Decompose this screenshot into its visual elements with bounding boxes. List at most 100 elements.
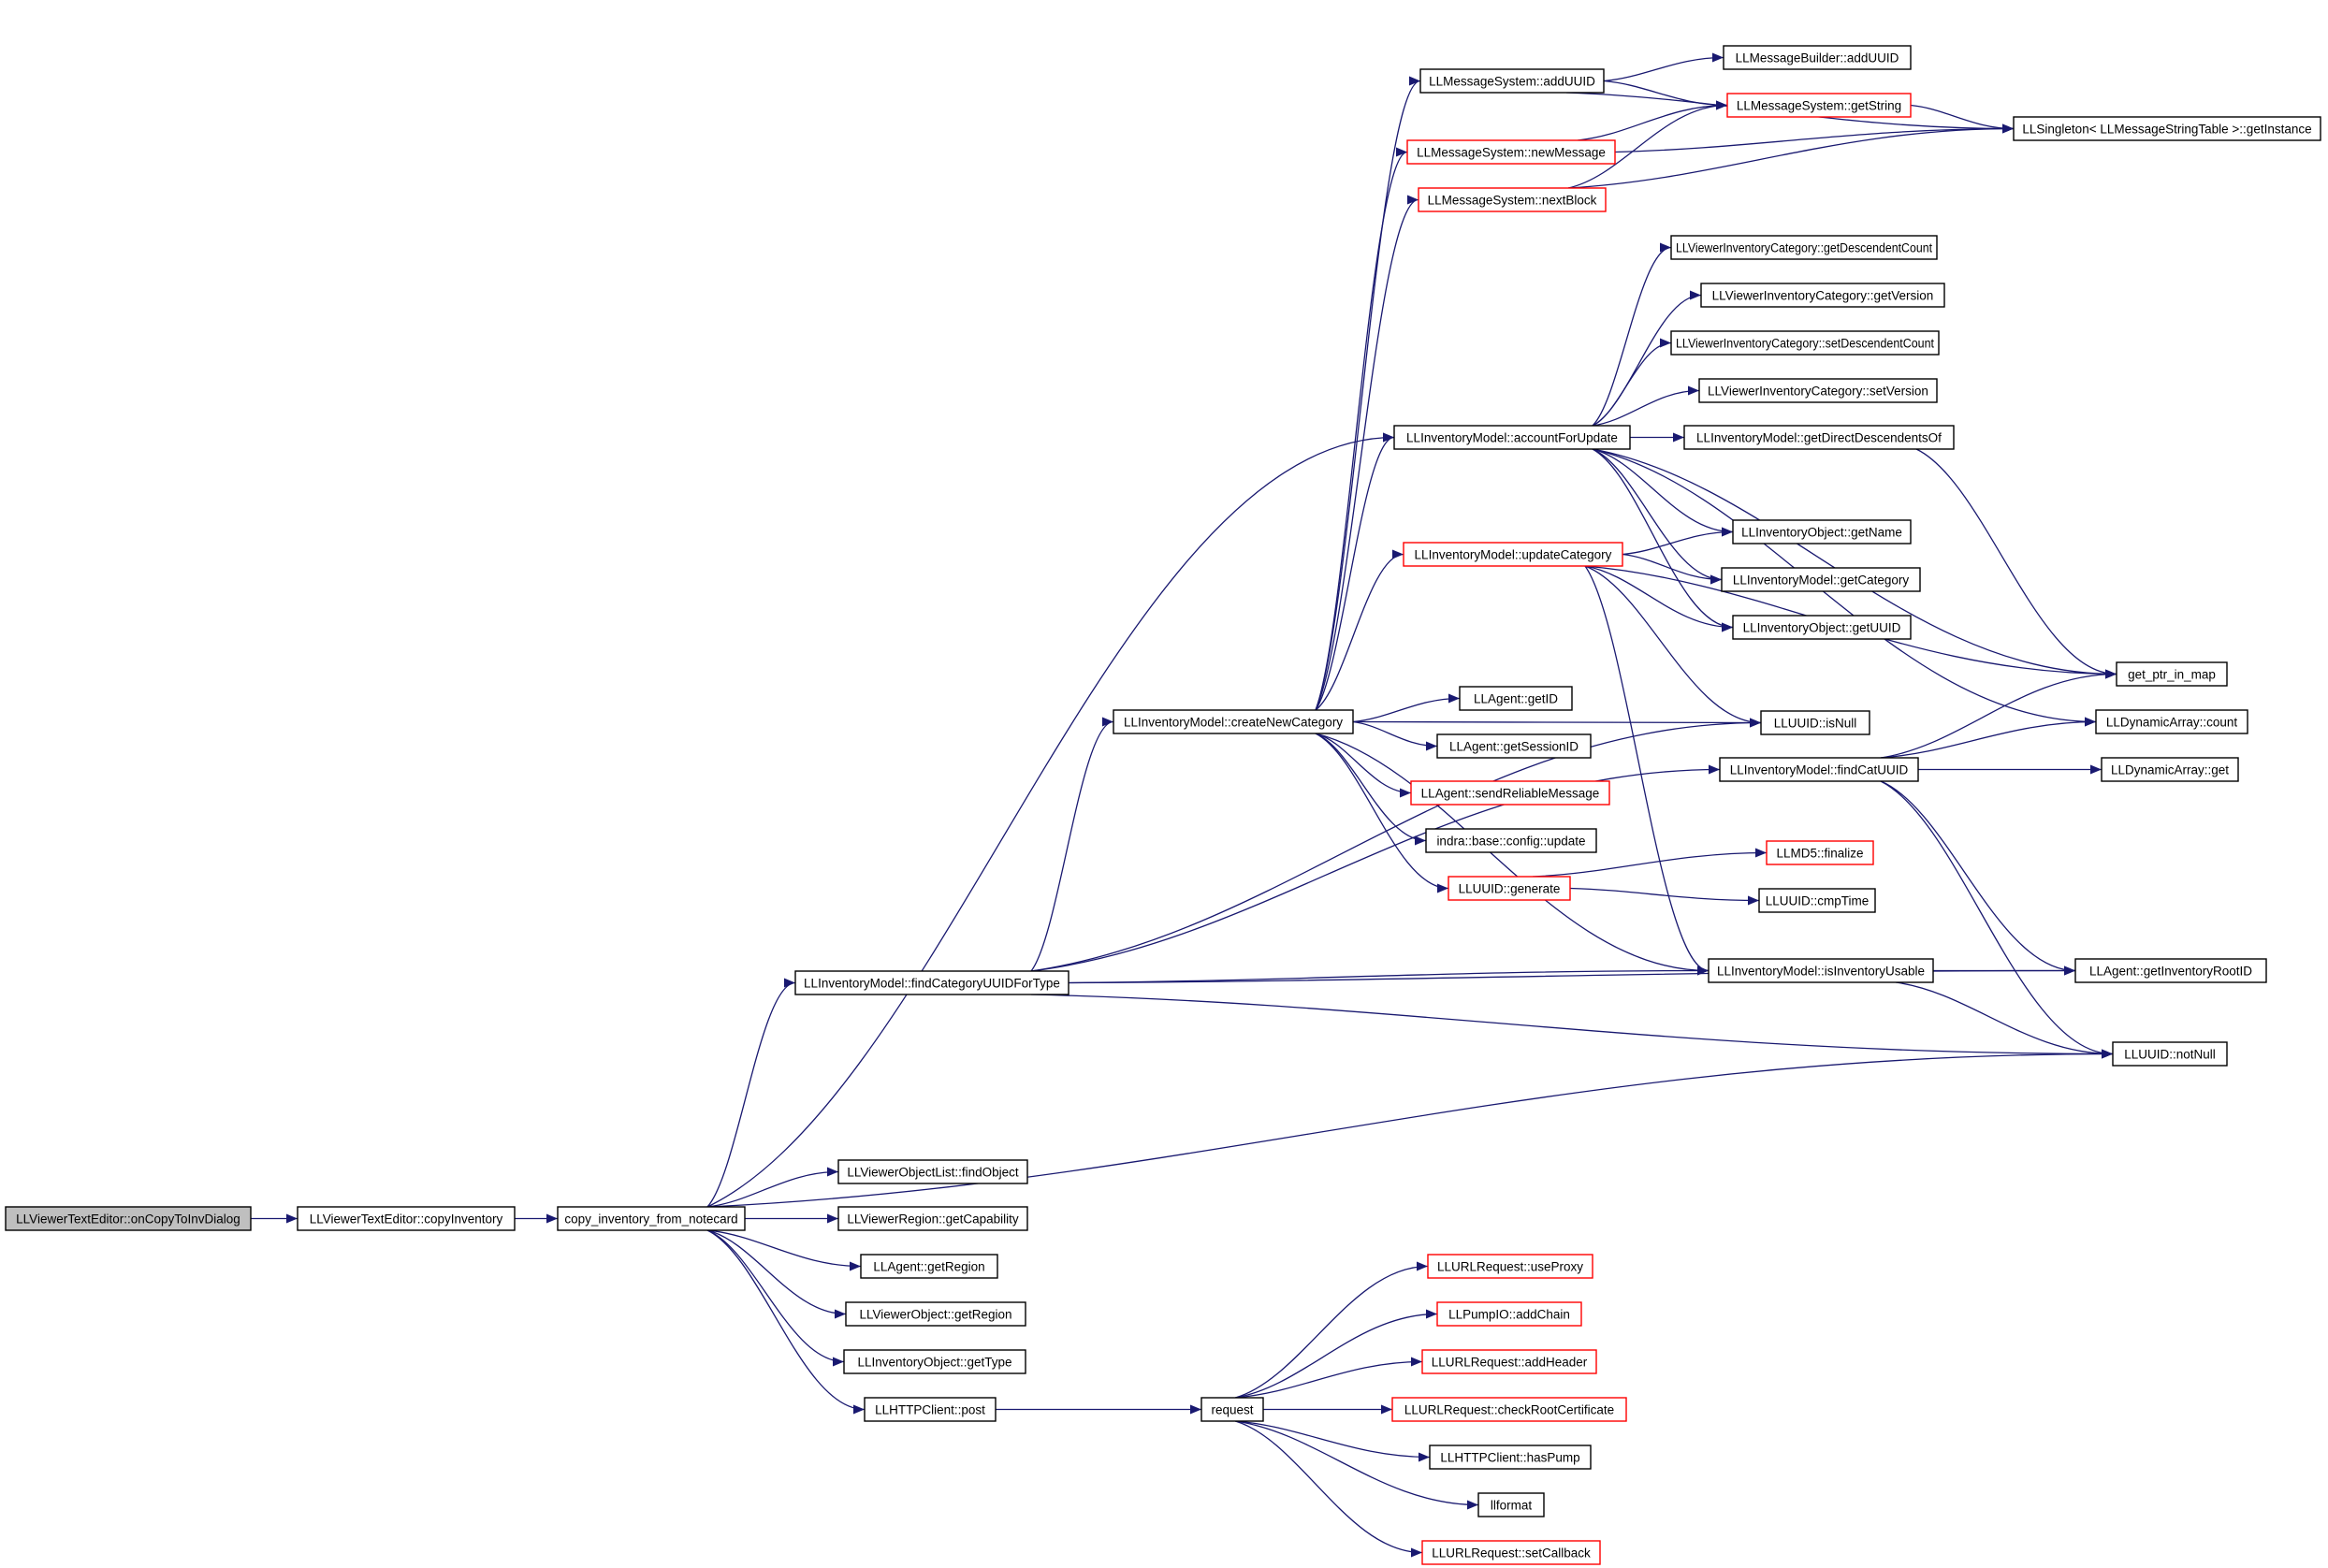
- node-add-header[interactable]: LLURLRequest::addHeader: [1421, 1349, 1597, 1374]
- node-copy-inventory[interactable]: LLViewerTextEditor::copyInventory: [297, 1206, 516, 1231]
- node-box: [1436, 733, 1592, 759]
- node-label: LLMessageSystem::addUUID: [1429, 75, 1595, 89]
- node-box: [1760, 710, 1870, 735]
- node-box: [1698, 378, 1938, 403]
- edge-find-category-uuidfor-type-to-not-null: [1030, 994, 2114, 1059]
- node-box: [1403, 542, 1623, 567]
- node-get-descendent-count[interactable]: LLViewerInventoryCategory::getDescendent…: [1670, 235, 1938, 260]
- node-set-callback[interactable]: LLURLRequest::setCallback: [1421, 1540, 1601, 1565]
- node-label: llformat: [1491, 1499, 1533, 1513]
- node-update-category[interactable]: LLInventoryModel::updateCategory: [1403, 542, 1623, 567]
- node-label: LLInventoryModel::isInventoryUsable: [1717, 965, 1925, 979]
- node-post[interactable]: LLHTTPClient::post: [864, 1397, 997, 1422]
- node-box: [1391, 1397, 1627, 1422]
- node-box: [843, 1349, 1026, 1374]
- node-box: [1477, 1492, 1545, 1517]
- node-find-category-uuidfor-type[interactable]: LLInventoryModel::findCategoryUUIDForTyp…: [794, 970, 1069, 995]
- node-add-chain[interactable]: LLPumpIO::addChain: [1436, 1301, 1582, 1327]
- node-on-copy-to-inv-dialog[interactable]: LLViewerTextEditor::onCopyToInvDialog: [5, 1206, 252, 1231]
- node-label: LLSingleton< LLMessageStringTable >::get…: [2022, 123, 2311, 137]
- node-get-type[interactable]: LLInventoryObject::getType: [843, 1349, 1026, 1374]
- node-box: [1670, 330, 1940, 356]
- node-next-block[interactable]: LLMessageSystem::nextBlock: [1418, 187, 1607, 212]
- edge-request-to-use-proxy: [1235, 1261, 1429, 1399]
- edge-account-for-update-to-count: [1592, 448, 2097, 727]
- node-has-pump[interactable]: LLHTTPClient::hasPump: [1429, 1445, 1592, 1470]
- node-label: LLUUID::cmpTime: [1766, 894, 1870, 908]
- node-create-new-category[interactable]: LLInventoryModel::createNewCategory: [1113, 709, 1354, 734]
- node-box: [2112, 1041, 2228, 1067]
- node-check-root-certificate[interactable]: LLURLRequest::checkRootCertificate: [1391, 1397, 1627, 1422]
- node-builder-add-uuid[interactable]: LLMessageBuilder::addUUID: [1723, 45, 1912, 70]
- node-set-descendent-count[interactable]: LLViewerInventoryCategory::setDescendent…: [1670, 330, 1940, 356]
- node-label: LLInventoryObject::getUUID: [1743, 621, 1901, 635]
- node-add-uuid[interactable]: LLMessageSystem::addUUID: [1419, 68, 1605, 94]
- node-count[interactable]: LLDynamicArray::count: [2095, 709, 2248, 734]
- edge-update-category-to-is-inventory-usable: [1584, 565, 1710, 976]
- edge-account-for-update-to-get-name: [1592, 448, 1734, 537]
- node-label: LLDynamicArray::count: [2106, 716, 2238, 730]
- node-box: [1723, 45, 1912, 70]
- node-is-null[interactable]: LLUUID::isNull: [1760, 710, 1870, 735]
- edge-find-category-uuidfor-type-to-is-inventory-usable: [1068, 965, 1710, 984]
- node-set-version[interactable]: LLViewerInventoryCategory::setVersion: [1698, 378, 1938, 403]
- node-get-name[interactable]: LLInventoryObject::getName: [1732, 519, 1912, 544]
- node-get-id[interactable]: LLAgent::getID: [1459, 686, 1573, 711]
- node-get-uuid[interactable]: LLInventoryObject::getUUID: [1732, 615, 1912, 640]
- node-label: LLInventoryModel::getCategory: [1733, 573, 1910, 588]
- edge-copy-inventory-from-notecard-to-not-null: [706, 1049, 2114, 1208]
- node-cmp-time[interactable]: LLUUID::cmpTime: [1758, 888, 1876, 913]
- node-label: LLHTTPClient::hasPump: [1440, 1451, 1579, 1465]
- node-box: [1427, 1254, 1593, 1279]
- node-get-direct-descendents-of[interactable]: LLInventoryModel::getDirectDescendentsOf: [1683, 425, 1955, 450]
- node-config-update[interactable]: indra::base::config::update: [1425, 828, 1597, 853]
- node-not-null[interactable]: LLUUID::notNull: [2112, 1041, 2228, 1067]
- edge-account-for-update-to-get-uuid: [1592, 448, 1734, 632]
- node-label: LLViewerInventoryCategory::setVersion: [1708, 385, 1928, 399]
- node-use-proxy[interactable]: LLURLRequest::useProxy: [1427, 1254, 1593, 1279]
- node-get-region-object[interactable]: LLViewerObject::getRegion: [845, 1301, 1026, 1327]
- node-is-inventory-usable[interactable]: LLInventoryModel::isInventoryUsable: [1708, 958, 1934, 983]
- node-get-category[interactable]: LLInventoryModel::getCategory: [1721, 567, 1921, 592]
- node-box: [2116, 661, 2228, 687]
- node-get-session-id[interactable]: LLAgent::getSessionID: [1436, 733, 1592, 759]
- node-label: LLInventoryModel::createNewCategory: [1124, 716, 1343, 730]
- node-get-instance[interactable]: LLSingleton< LLMessageStringTable >::get…: [2013, 116, 2321, 141]
- node-find-object[interactable]: LLViewerObjectList::findObject: [837, 1159, 1028, 1184]
- node-label: LLViewerTextEditor::copyInventory: [310, 1212, 503, 1227]
- node-new-message[interactable]: LLMessageSystem::newMessage: [1406, 139, 1616, 165]
- node-request[interactable]: request: [1200, 1397, 1264, 1422]
- node-account-for-update[interactable]: LLInventoryModel::accountForUpdate: [1393, 425, 1631, 450]
- edge-find-category-uuidfor-type-to-find-cat-uuid: [1030, 764, 1721, 972]
- node-label: LLURLRequest::setCallback: [1432, 1546, 1591, 1561]
- node-get-region-agent[interactable]: LLAgent::getRegion: [860, 1254, 998, 1279]
- node-llformat[interactable]: llformat: [1477, 1492, 1545, 1517]
- node-get-ptr-in-map[interactable]: get_ptr_in_map: [2116, 661, 2228, 687]
- node-finalize[interactable]: LLMD5::finalize: [1766, 840, 1874, 865]
- node-get-capability[interactable]: LLViewerRegion::getCapability: [837, 1206, 1028, 1231]
- edge-create-new-category-to-update-category: [1315, 549, 1404, 711]
- node-get-inventory-root-id[interactable]: LLAgent::getInventoryRootID: [2074, 958, 2267, 983]
- node-get-version[interactable]: LLViewerInventoryCategory::getVersion: [1700, 283, 1945, 308]
- node-label: LLMessageSystem::newMessage: [1417, 146, 1606, 160]
- node-box: [1732, 615, 1912, 640]
- edge-account-for-update-to-get-descendent-count: [1592, 242, 1672, 427]
- node-dyn-get[interactable]: LLDynamicArray::get: [2101, 757, 2239, 782]
- node-label: request: [1211, 1403, 1253, 1417]
- node-label: LLMD5::finalize: [1776, 847, 1863, 861]
- edge-create-new-category-to-is-inventory-usable: [1315, 733, 1710, 976]
- node-find-cat-uuid[interactable]: LLInventoryModel::findCatUUID: [1719, 757, 1919, 782]
- node-send-reliable-message[interactable]: LLAgent::sendReliableMessage: [1410, 780, 1610, 806]
- edge-generate-to-finalize: [1532, 848, 1768, 878]
- node-label: LLAgent::getRegion: [873, 1260, 984, 1274]
- node-generate[interactable]: LLUUID::generate: [1448, 876, 1571, 901]
- node-label: LLAgent::getSessionID: [1449, 740, 1579, 754]
- node-box: [1418, 187, 1607, 212]
- node-label: LLInventoryModel::updateCategory: [1415, 548, 1612, 562]
- node-label: LLInventoryModel::findCategoryUUIDForTyp…: [804, 977, 1060, 991]
- node-box: [1410, 780, 1610, 806]
- node-get-string[interactable]: LLMessageSystem::getString: [1726, 93, 1912, 118]
- node-copy-inventory-from-notecard[interactable]: copy_inventory_from_notecard: [557, 1206, 746, 1231]
- node-box: [1758, 888, 1876, 913]
